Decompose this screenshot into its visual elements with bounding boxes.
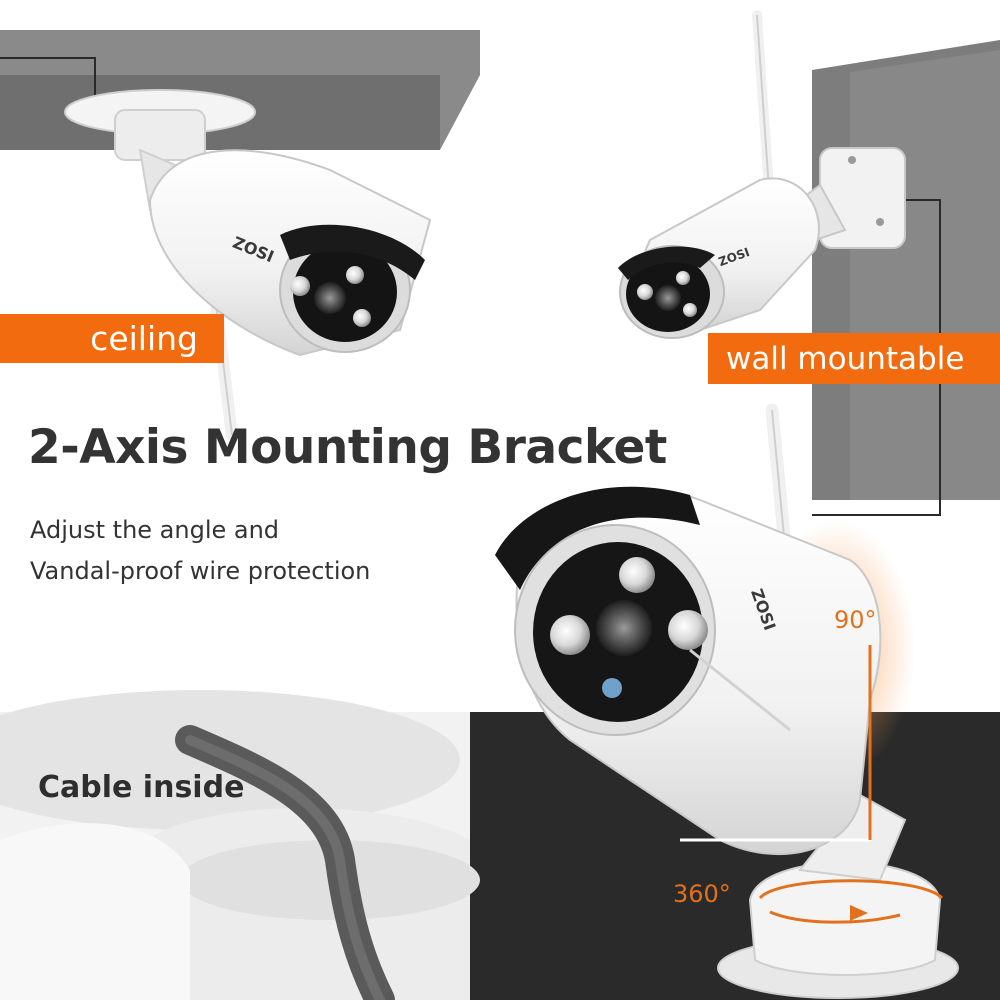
- description-line-1: Adjust the angle and: [30, 516, 280, 544]
- vertical-angle-label: 90°: [834, 606, 877, 634]
- ceiling-tag-label: ceiling: [90, 319, 198, 358]
- wall-pillar: [812, 40, 1000, 516]
- wall-mountable-tag: wall mountable: [708, 333, 1000, 384]
- description: Adjust the angle and Vandal-proof wire p…: [30, 510, 370, 592]
- wall-mountable-tag-label: wall mountable: [726, 340, 965, 377]
- rotation-indicator: [758, 879, 944, 924]
- vertical-angle-indicator: [680, 645, 872, 842]
- description-line-2: Vandal-proof wire protection: [30, 557, 371, 585]
- rotation-angle-label: 360°: [673, 880, 731, 908]
- cable-inside-label: Cable inside: [38, 770, 245, 805]
- ceiling-tag: ceiling: [0, 314, 224, 363]
- wall-camera: [618, 10, 906, 339]
- bracket-closeup: [0, 690, 480, 1000]
- headline: 2-Axis Mounting Bracket: [28, 420, 667, 475]
- main-camera: [495, 403, 959, 999]
- ceiling-slab: [0, 30, 480, 150]
